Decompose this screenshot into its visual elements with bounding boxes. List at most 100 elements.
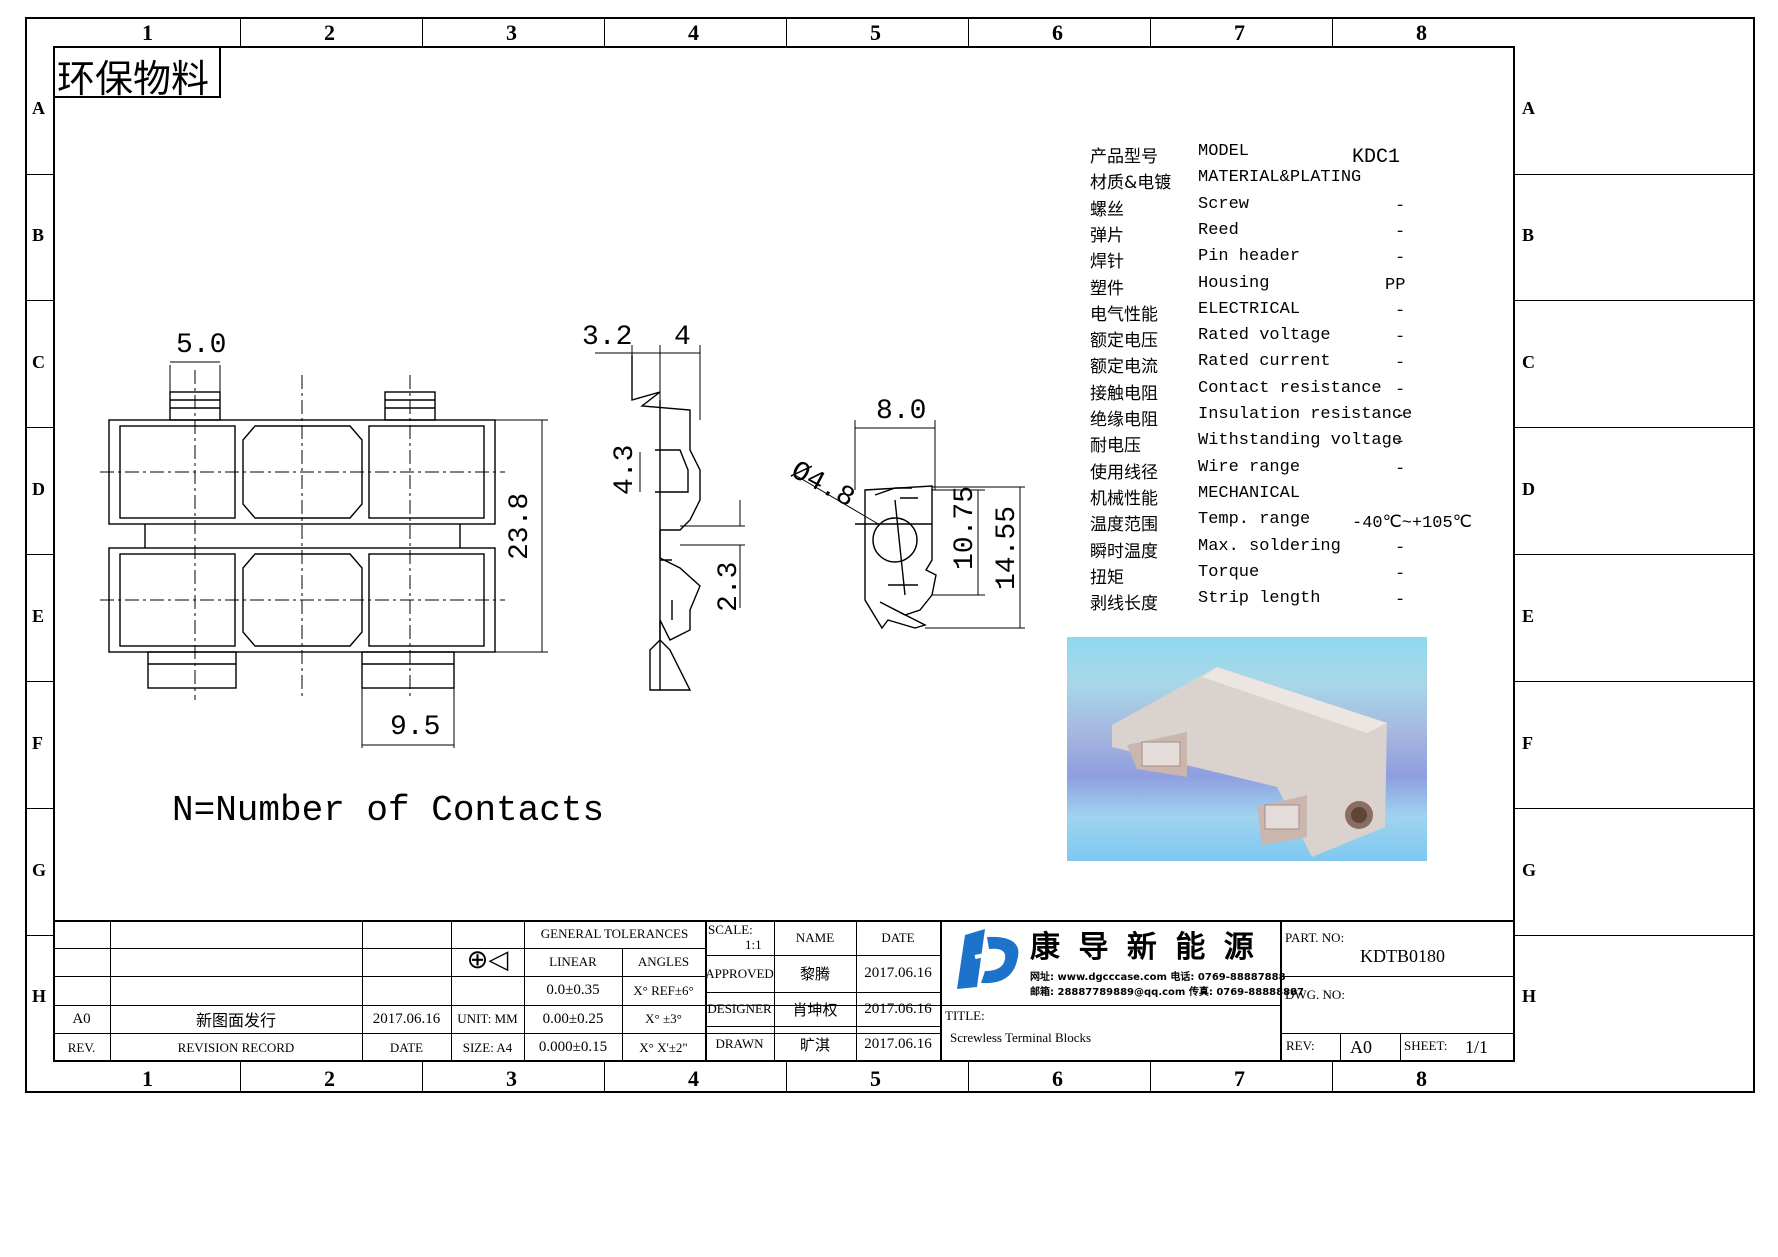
grid-divider — [422, 17, 423, 46]
size-label: SIZE: A4 — [462, 1039, 513, 1055]
spec-value: -40℃~+105℃ — [1352, 514, 1472, 534]
spec-value: - — [1395, 380, 1406, 400]
grid-divider — [25, 300, 53, 301]
grid-row-label: H — [1522, 986, 1537, 1006]
designer-name: 肖坤权 — [792, 1000, 838, 1019]
projection-symbol-icon: ⊕◁ — [466, 945, 509, 974]
grid-column-label: 7 — [1234, 1066, 1245, 1091]
spec-value: PP — [1385, 275, 1406, 295]
sheet-label: SHEET: — [1404, 1038, 1448, 1053]
drawn-date: 2017.06.16 — [864, 1035, 932, 1052]
rev-label: REV: — [1286, 1038, 1315, 1053]
grid-divider — [240, 1062, 241, 1093]
grid-column-label: 4 — [688, 20, 699, 45]
spec-label-en: MECHANICAL — [1198, 483, 1301, 503]
spec-label-en: MODEL — [1198, 142, 1250, 161]
spec-label-en: Rated voltage — [1198, 326, 1331, 346]
company-contact-1: 网址: www.dgcccase.com 电话: 0769-88887888 — [1030, 972, 1286, 983]
approved-date: 2017.06.16 — [864, 965, 932, 981]
spec-label-en: Rated current — [1198, 352, 1331, 372]
spec-value: - — [1395, 564, 1406, 584]
angle-tol-3: X° X'±2" — [639, 1039, 688, 1055]
spec-label-cn: 使用线径 — [1090, 462, 1158, 483]
drawn-name: 旷淇 — [799, 1035, 830, 1054]
spec-label-en: Torque — [1198, 562, 1260, 582]
name-header: NAME — [795, 929, 835, 945]
grid-column-label: 8 — [1416, 20, 1427, 45]
spec-label-en: Withstanding voltage — [1198, 431, 1403, 451]
product-photo — [1067, 637, 1427, 861]
dim-side-c: 4.3 — [610, 444, 641, 495]
spec-label-en: Pin header — [1198, 247, 1301, 267]
outer-frame — [25, 17, 1755, 1093]
dwg-no-label: DWG. NO: — [1285, 987, 1345, 1002]
spec-value: - — [1395, 196, 1406, 216]
spec-value: - — [1395, 354, 1406, 374]
grid-divider — [1515, 554, 1755, 555]
grid-divider — [604, 17, 605, 46]
grid-divider — [25, 427, 53, 428]
rev-date-header: DATE — [389, 1039, 424, 1055]
grid-divider — [1515, 935, 1755, 936]
grid-column-label: 7 — [1234, 20, 1245, 45]
spec-label-cn: 焊针 — [1090, 252, 1124, 273]
spec-label-en: Strip length — [1198, 589, 1321, 609]
end-view — [855, 485, 937, 630]
spec-label-cn: 螺丝 — [1090, 199, 1124, 220]
spec-label-en: Temp. range — [1198, 510, 1311, 530]
grid-row-label: B — [1522, 225, 1535, 245]
grid-divider — [1515, 681, 1755, 682]
rev-value: A0 — [1350, 1037, 1372, 1057]
linear-tol-1: 0.0±0.35 — [546, 982, 600, 998]
grid-divider — [25, 554, 53, 555]
grid-divider — [604, 1062, 605, 1093]
spec-value: - — [1395, 538, 1406, 558]
grid-column-label: 8 — [1416, 1066, 1427, 1091]
spec-value: - — [1395, 328, 1406, 348]
inner-frame — [53, 46, 1515, 1062]
scale-label: SCALE: — [708, 922, 753, 937]
grid-divider — [25, 681, 53, 682]
spec-label-en: Housing — [1198, 273, 1270, 293]
rev-date-a0: 2017.06.16 — [372, 1010, 441, 1027]
spec-label-cn: 产品型号 — [1090, 147, 1158, 167]
sheet-value: 1/1 — [1465, 1037, 1489, 1057]
dim-side-a: 3.2 — [582, 322, 633, 353]
spec-value: - — [1395, 249, 1406, 269]
spec-label-cn: 塑件 — [1090, 278, 1124, 299]
spec-value: - — [1395, 433, 1406, 453]
spec-label-cn: 扭矩 — [1090, 567, 1124, 588]
grid-column-label: 2 — [324, 1066, 335, 1091]
grid-column-label: 6 — [1052, 1066, 1063, 1091]
grid-row-label: E — [32, 606, 45, 626]
spec-value: - — [1395, 407, 1406, 426]
grid-divider — [422, 1062, 423, 1093]
spec-value: KDC1 — [1352, 146, 1401, 169]
spec-label-en: MATERIAL&PLATING — [1198, 168, 1362, 188]
grid-divider — [1515, 174, 1755, 175]
grid-row-label: F — [1522, 733, 1533, 753]
spec-label-cn: 弹片 — [1090, 225, 1124, 246]
approved-name: 黎腾 — [799, 965, 830, 983]
spec-label-cn: 温度范围 — [1090, 515, 1158, 536]
grid-divider — [786, 1062, 787, 1093]
grid-row-label: B — [32, 225, 45, 245]
grid-divider — [25, 935, 53, 936]
spec-label-cn: 材质&电镀 — [1090, 173, 1172, 194]
dim-top-width: 5.0 — [176, 330, 227, 361]
title-label: TITLE: — [945, 1008, 985, 1023]
dim-side-d: 2.3 — [714, 561, 745, 612]
spec-label-en: Reed — [1198, 220, 1239, 240]
grid-column-label: 1 — [142, 1066, 153, 1091]
general-tolerances-header: GENERAL TOLERANCES — [540, 926, 689, 941]
spec-label-cn: 接触电阻 — [1090, 383, 1158, 404]
grid-row-label: C — [1522, 352, 1535, 372]
designer-date: 2017.06.16 — [864, 1000, 932, 1017]
grid-divider — [968, 1062, 969, 1093]
rev-a0: A0 — [72, 1010, 91, 1027]
grid-column-label: 5 — [870, 20, 881, 45]
grid-column-label: 2 — [324, 20, 335, 45]
grid-column-label: 5 — [870, 1066, 881, 1091]
grid-row-label: A — [32, 98, 45, 118]
dim-end-h1: 10.75 — [950, 485, 981, 570]
